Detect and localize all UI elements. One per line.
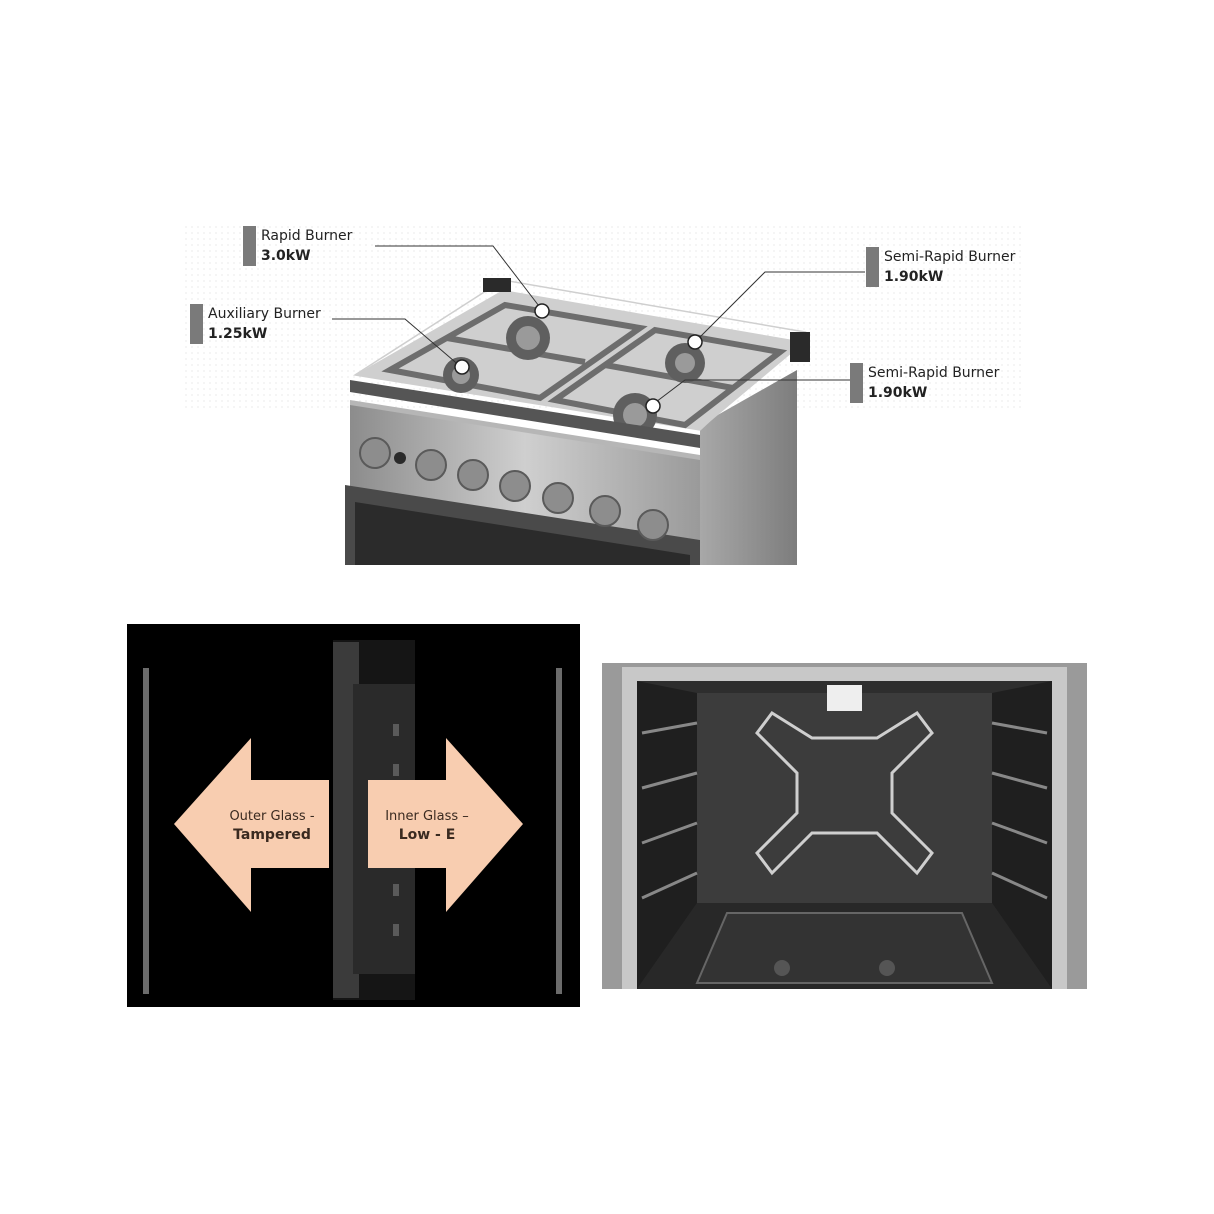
callout-bar (850, 363, 863, 403)
oven-cavity-illustration (602, 663, 1087, 989)
outer-glass-arrow (174, 738, 329, 912)
oven-cavity-photo (602, 663, 1087, 989)
burner-name: Auxiliary Burner (208, 306, 321, 322)
burner-power: 1.90kW (868, 385, 928, 401)
inner-glass-label: Inner Glass – Low - E (377, 808, 477, 844)
burner-power: 1.90kW (884, 269, 944, 285)
burner-name: Semi-Rapid Burner (868, 365, 1000, 381)
door-glass-illustration (143, 640, 562, 1000)
outer-glass-label: Outer Glass - Tampered (222, 808, 322, 844)
burner-name: Semi-Rapid Burner (884, 249, 1016, 265)
inner-glass-line2: Low - E (398, 827, 456, 843)
outer-glass-line2: Tampered (233, 827, 311, 843)
callout-bar (190, 304, 203, 344)
burner-power: 3.0kW (261, 248, 311, 264)
burner-power: 1.25kW (208, 326, 268, 342)
stove-illustration (185, 225, 1025, 565)
callout-semi-rapid-burner-front: Semi-Rapid Burner 1.90kW (850, 363, 999, 403)
callout-bar (243, 226, 256, 266)
door-glass-diagram: Outer Glass - Tampered Inner Glass – Low… (127, 624, 580, 1007)
burner-name: Rapid Burner (261, 228, 353, 244)
inner-glass-arrow (368, 738, 523, 912)
inner-glass-line1: Inner Glass – (385, 809, 469, 824)
outer-glass-line1: Outer Glass - (229, 809, 315, 824)
callout-rapid-burner: Rapid Burner 3.0kW (243, 226, 352, 266)
callout-semi-rapid-burner-rear: Semi-Rapid Burner 1.90kW (866, 247, 1015, 287)
callout-bar (866, 247, 879, 287)
hob-diagram: Rapid Burner 3.0kW Auxiliary Burner 1.25… (185, 220, 1030, 565)
callout-auxiliary-burner: Auxiliary Burner 1.25kW (190, 304, 321, 344)
